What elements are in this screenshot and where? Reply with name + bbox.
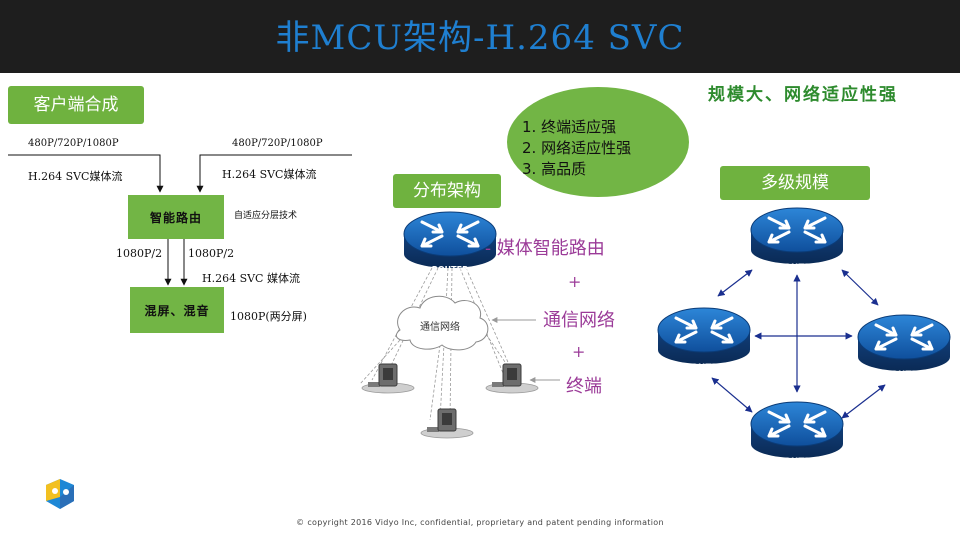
multilevel-router-icon-bottom — [749, 400, 845, 460]
multilevel-router-icon-right — [856, 313, 952, 373]
split-right: 1080P/2 — [188, 247, 235, 260]
terminal-icon — [485, 363, 539, 394]
slide-header: 非MCU架构-H.264 SVC — [0, 0, 960, 73]
client-composition-label: 客户端合成 — [8, 86, 144, 124]
tagline: 规模大、网络适应性强 — [708, 85, 898, 105]
split-left: 1080P/2 — [116, 247, 163, 260]
mixing-box: 混屏、混音 — [130, 287, 224, 333]
router-caption: ROUTER — [776, 457, 817, 467]
plus-sign: + — [568, 272, 582, 291]
smart-routing-caption: - 媒体智能路由 — [485, 238, 605, 259]
output-stream: H.264 SVC 媒体流 — [202, 272, 300, 285]
network-caption: 通信网络 — [543, 310, 615, 331]
distributed-router-caption: ROUTER — [432, 265, 469, 274]
multilevel-router-icon-left — [656, 306, 752, 366]
client-input-lines — [8, 154, 352, 286]
benefits-bubble — [507, 87, 689, 197]
terminal-caption: 终端 — [566, 376, 602, 397]
benefit-item: 1. 终端适应强 — [522, 118, 617, 136]
multilevel-router-icon-top — [749, 206, 845, 266]
distributed-router-icon — [402, 210, 498, 270]
adaptive-layering-note: 自适应分层技术 — [234, 211, 298, 221]
router-caption: ROUTER — [776, 263, 817, 273]
input-right-stream: H.264 SVC媒体流 — [222, 168, 317, 181]
multilevel-links — [711, 269, 886, 419]
cloud-label: 通信网络 — [420, 320, 460, 333]
vidyo-logo — [46, 479, 74, 509]
benefit-item: 3. 高品质 — [522, 160, 587, 178]
mixing-note: 1080P(两分屏) — [230, 310, 307, 323]
benefit-item: 2. 网络适应性强 — [522, 139, 632, 157]
router-caption: ROUTER — [683, 363, 724, 373]
distributed-architecture-label: 分布架构 — [393, 174, 501, 208]
multilevel-scale-label: 多级规模 — [720, 166, 870, 200]
input-right-resolutions: 480P/720P/1080P — [232, 138, 323, 149]
distributed-network-lines — [359, 267, 560, 421]
input-left-stream: H.264 SVC媒体流 — [28, 170, 123, 183]
terminal-icon — [361, 363, 415, 394]
copyright-footer: © copyright 2016 Vidyo Inc, confidential… — [296, 518, 664, 527]
plus-sign: + — [572, 342, 586, 361]
input-left-resolutions: 480P/720P/1080P — [28, 138, 119, 149]
terminal-icon — [420, 408, 474, 439]
smart-routing-box: 智能路由 — [128, 195, 224, 239]
cloud-shape — [395, 295, 489, 351]
slide-title: 非MCU架构-H.264 SVC — [275, 18, 685, 58]
router-caption: ROUTER — [883, 370, 924, 380]
benefits-list: 1. 终端适应强 2. 网络适应性强 3. 高品质 — [522, 117, 631, 180]
